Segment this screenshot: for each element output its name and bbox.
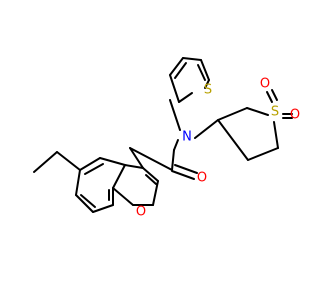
bond: [174, 164, 198, 174]
atom-labels: S S O O N O O: [136, 77, 300, 220]
bond: [169, 99, 181, 131]
canvas-background: [0, 0, 300, 300]
bond: [194, 119, 219, 139]
bond: [142, 167, 159, 182]
bond: [112, 164, 126, 189]
bond: [174, 62, 187, 79]
bond: [200, 59, 210, 81]
bond: [129, 147, 144, 169]
bond: [145, 174, 157, 185]
bond: [84, 163, 104, 175]
atom-label-oxygen: O: [197, 171, 207, 186]
atom-label-sulfur: S: [271, 105, 279, 120]
bond: [152, 180, 159, 206]
bond: [169, 57, 184, 76]
bond: [217, 107, 248, 121]
bond: [75, 194, 94, 213]
bond: [197, 64, 206, 81]
atom-label-oxygen: O: [136, 205, 146, 220]
atom-label-oxygen: O: [290, 108, 300, 123]
atom-label-oxygen: O: [260, 77, 270, 92]
bond: [171, 149, 175, 171]
bond: [173, 139, 179, 151]
bond: [266, 91, 273, 103]
bond-layer: [33, 57, 293, 213]
bond: [217, 119, 249, 161]
bond: [75, 169, 81, 196]
structure-canvas: S S O O N O O: [0, 0, 300, 300]
bond: [112, 187, 134, 206]
bond: [169, 74, 180, 103]
bond: [182, 57, 202, 61]
bond: [92, 204, 114, 213]
bond: [33, 151, 58, 173]
atom-label-sulfur: S: [204, 83, 212, 98]
bond: [273, 121, 279, 149]
bond: [178, 92, 193, 103]
atom-label-nitrogen: N: [182, 130, 192, 145]
bond: [271, 89, 278, 101]
bond: [246, 107, 269, 116]
bond: [129, 147, 173, 171]
bond: [204, 79, 210, 89]
bond: [99, 157, 126, 166]
bond: [124, 164, 144, 169]
bond: [171, 170, 195, 180]
bond: [56, 151, 81, 171]
bond: [80, 194, 96, 208]
bond: [79, 157, 101, 171]
bond: [247, 147, 279, 161]
